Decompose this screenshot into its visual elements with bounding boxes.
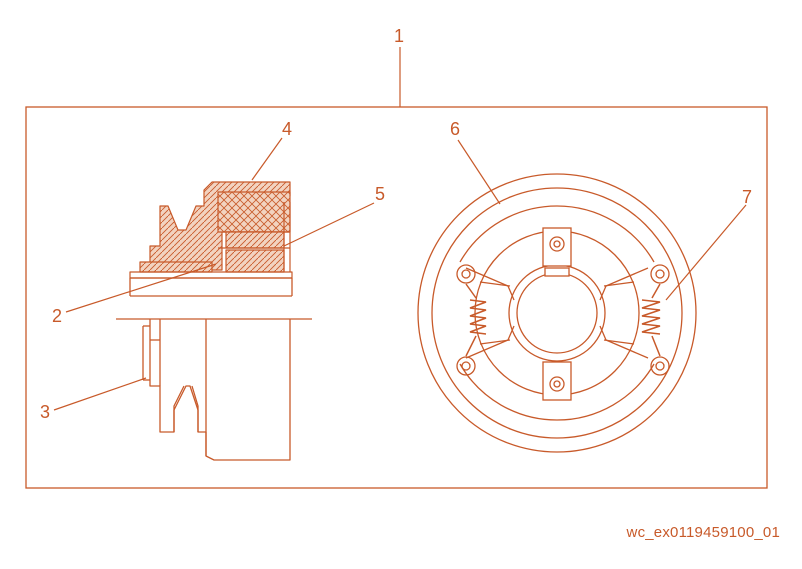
callout-6: 6: [450, 119, 460, 139]
callout-labels: 1 2 3 4 5 6 7: [40, 26, 752, 422]
figure-frame: [25, 106, 768, 489]
clutch-outer-rim: [417, 173, 697, 453]
front-view: [417, 173, 697, 453]
cross-section-view: [116, 277, 312, 461]
left-spring: [465, 283, 487, 357]
keyway: [544, 267, 570, 277]
callout-3: 3: [40, 402, 50, 422]
pulley-lower-half: [149, 319, 291, 461]
callout-1: 1: [394, 26, 404, 46]
callout-4: 4: [282, 119, 292, 139]
right-spring: [641, 283, 661, 357]
leader-lines: [53, 47, 747, 411]
top-lug: [542, 227, 572, 267]
figure-code: wc_ex0119459100_01: [626, 524, 780, 541]
callout-7: 7: [742, 187, 752, 207]
callout-2: 2: [52, 306, 62, 326]
pulley-upper-section: [129, 181, 293, 279]
callout-5: 5: [375, 184, 385, 204]
